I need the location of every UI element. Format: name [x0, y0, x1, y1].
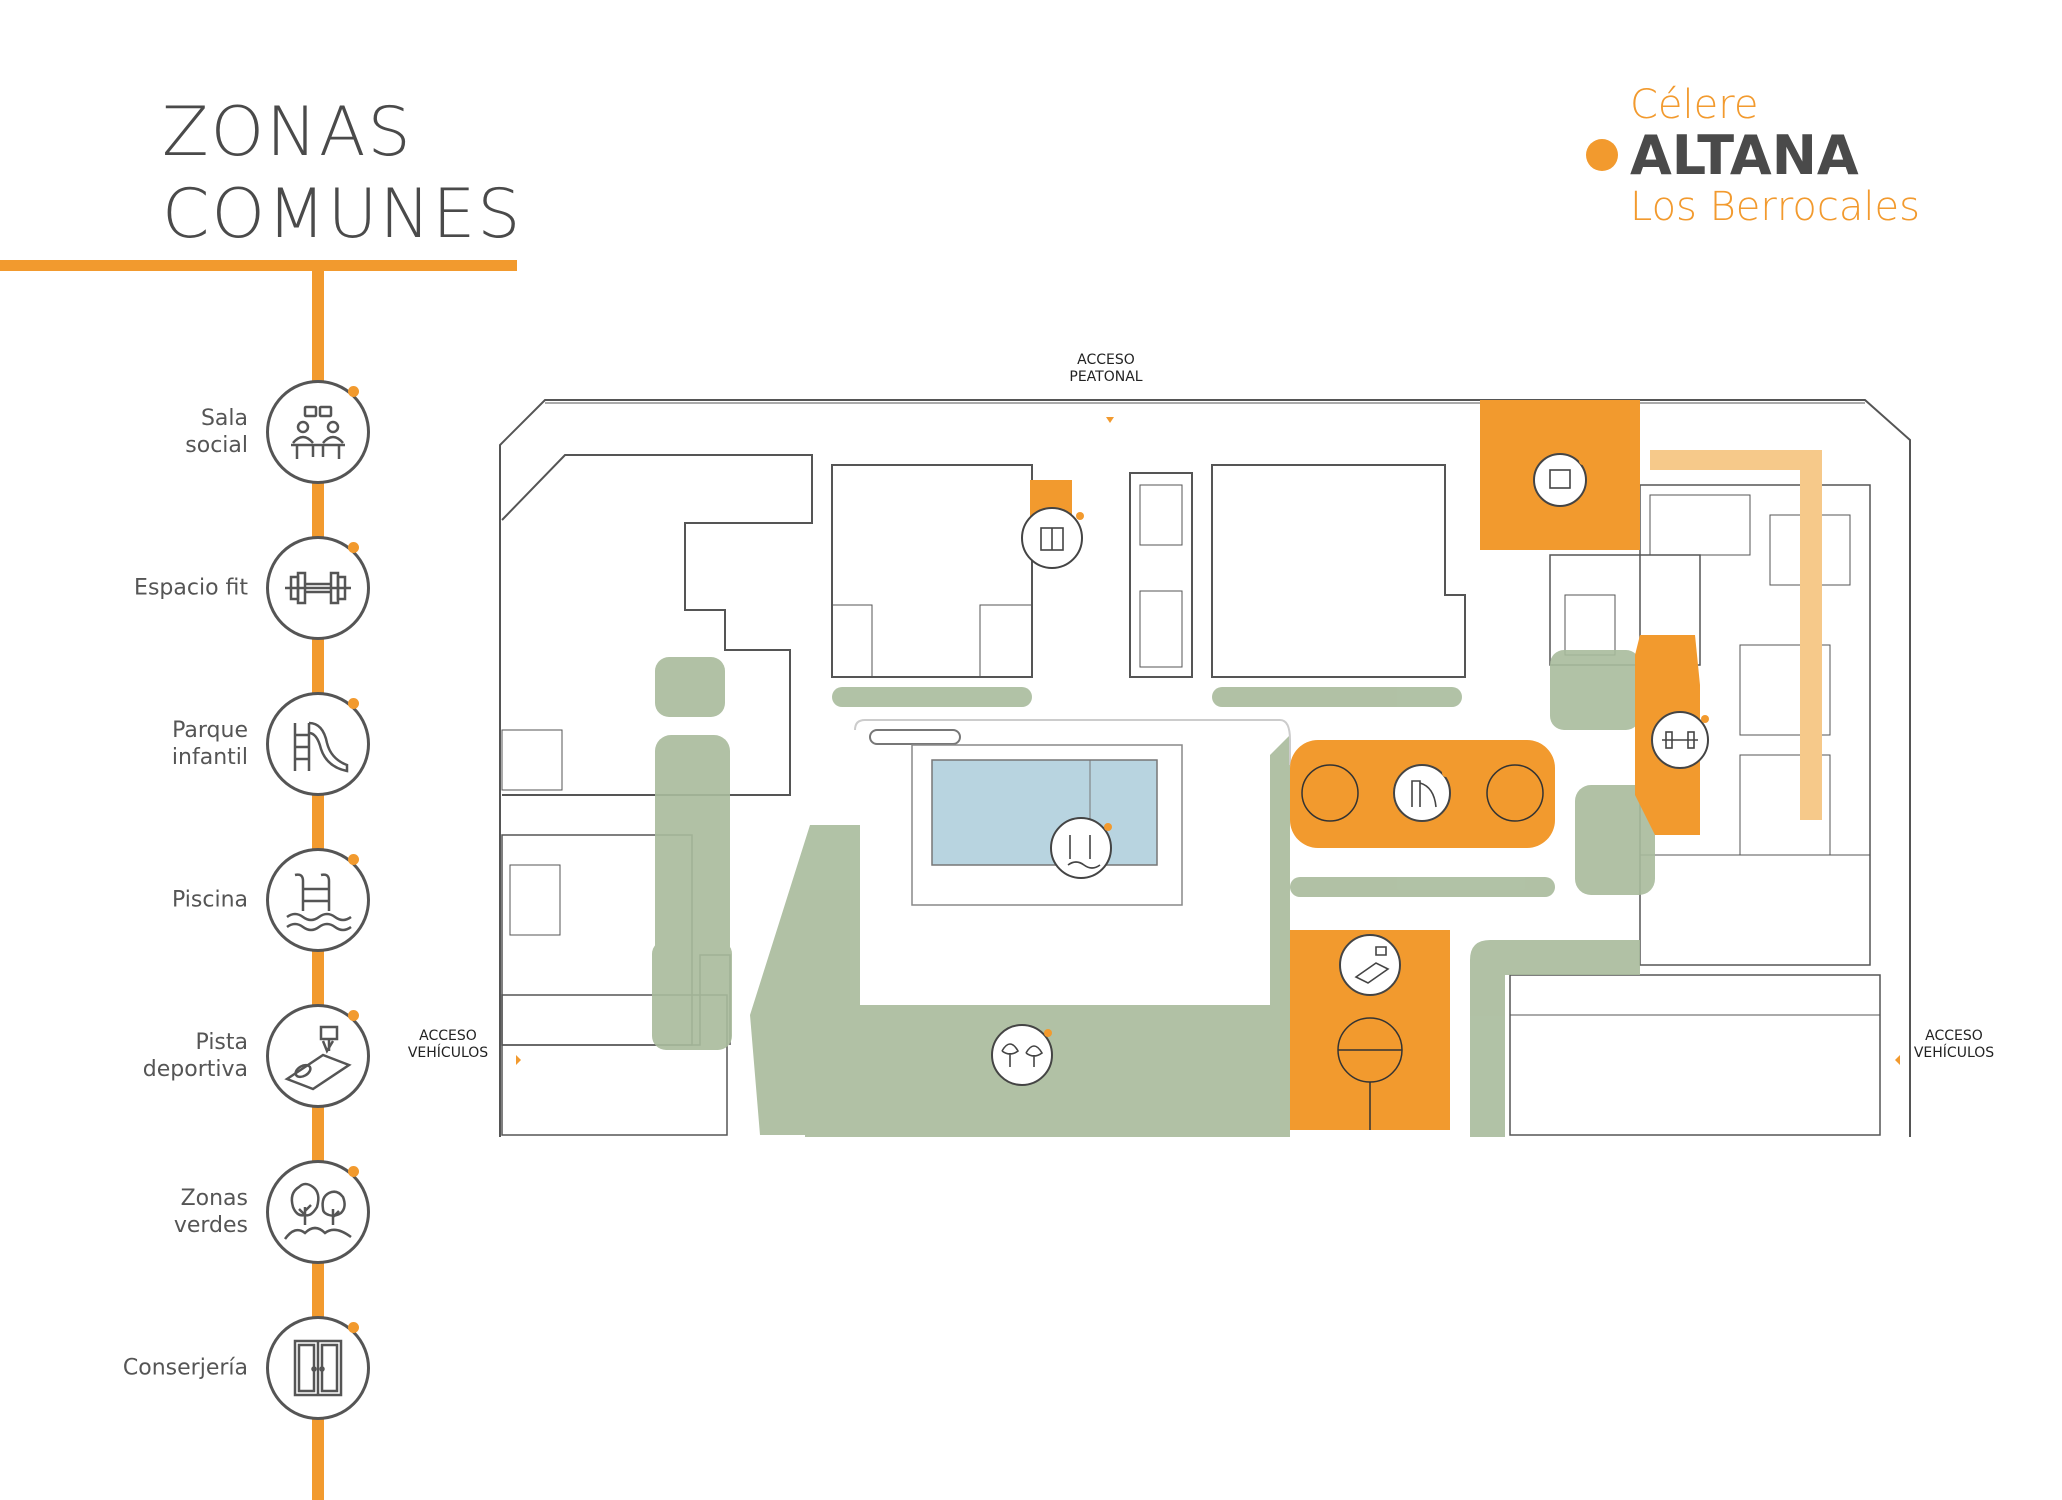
- basketball-court-icon: [266, 1004, 370, 1108]
- green-patch-left-lower: [652, 940, 732, 1050]
- hedge-bottom-centre-left: [832, 687, 1032, 707]
- green-lshape-right: [1470, 940, 1640, 1137]
- legend-accent-dot: [348, 698, 359, 709]
- page-title: ZONAS COMUNES: [162, 92, 522, 256]
- slide-icon: [266, 692, 370, 796]
- legend-accent-dot: [348, 854, 359, 865]
- brand-logo: Célere ALTANA Los Berrocales: [1586, 82, 2006, 230]
- legend-label: Sala social: [185, 406, 248, 458]
- brand-dot: [1586, 139, 1618, 171]
- page-title-line-2: COMUNES: [162, 175, 523, 254]
- hedge-middle: [1290, 877, 1555, 897]
- access-vehicles-right-label: ACCESO VEHÍCULOS: [1913, 1028, 1995, 1061]
- building-bottom-left: [501, 994, 728, 1136]
- page-title-line-1: ZONAS: [162, 93, 413, 172]
- legend-label: Zonas verdes: [173, 1186, 248, 1238]
- access-vehicles-left-marker: [516, 1055, 521, 1065]
- legend-accent-dot: [348, 1322, 359, 1333]
- legend-label: Conserjería: [122, 1355, 248, 1381]
- legend-label: Pista deportiva: [142, 1030, 248, 1082]
- legend-accent-dot: [348, 542, 359, 553]
- site-plan: [499, 399, 1911, 1137]
- legend-label: Espacio fit: [134, 575, 248, 601]
- meeting-table-icon: [266, 380, 370, 484]
- green-strip-left: [655, 657, 725, 717]
- plan-marker-sala-social: [1533, 453, 1587, 507]
- legend-accent-dot: [348, 1166, 359, 1177]
- legend-label: Piscina: [172, 887, 248, 913]
- access-pedestrian-label: ACCESO PEATONAL: [1069, 352, 1143, 385]
- green-wall-right: [1270, 735, 1290, 1137]
- central-core: [1129, 472, 1193, 678]
- title-underline: [0, 260, 517, 271]
- green-patch-right: [1575, 785, 1655, 895]
- plan-marker-zonas-verdes: [991, 1024, 1053, 1086]
- double-door-icon: [266, 1316, 370, 1420]
- building-centre-right: [1211, 464, 1466, 678]
- plan-outer-boundary: [499, 399, 1911, 1137]
- trees-icon: [266, 1160, 370, 1264]
- walkway: [854, 719, 1291, 765]
- dumbbell-icon: [266, 536, 370, 640]
- hedge-bottom-centre-right: [1212, 687, 1462, 707]
- legend-item-piscina: Piscina: [0, 848, 380, 952]
- building-centre-left: [831, 464, 1033, 678]
- legend-label: Parque infantil: [171, 718, 248, 770]
- legend-accent-dot: [348, 386, 359, 397]
- access-vehicles-left-label: ACCESO VEHÍCULOS: [407, 1028, 489, 1061]
- green-column-left: [655, 735, 730, 970]
- building-bottom-right: [1509, 974, 1881, 1136]
- legend-item-espacio-fit: Espacio fit: [0, 536, 380, 640]
- pool-water: [931, 759, 1158, 866]
- brand-top-line: Célere: [1630, 82, 1759, 128]
- pool-ladder-icon: [266, 848, 370, 952]
- plan-marker-parque-infantil: [1393, 764, 1451, 822]
- legend-item-parque-infantil: Parque infantil: [0, 692, 380, 796]
- plan-marker-piscina: [1050, 817, 1112, 879]
- access-vehicles-right-marker: [1895, 1055, 1900, 1065]
- legend-item-conserjeria: Conserjería: [0, 1316, 380, 1420]
- brand-bottom-line: Los Berrocales: [1630, 184, 1920, 230]
- legend-accent-dot: [348, 1010, 359, 1021]
- brand-main-line: ALTANA: [1630, 124, 1859, 187]
- legend-item-sala-social: Sala social: [0, 380, 380, 484]
- plan-marker-pista-deportiva: [1339, 934, 1401, 996]
- building-left: [501, 454, 813, 796]
- green-corner-right: [1550, 650, 1640, 730]
- legend-item-zonas-verdes: Zonas verdes: [0, 1160, 380, 1264]
- access-pedestrian-marker: [1106, 417, 1114, 423]
- legend-item-pista-deportiva: Pista deportiva: [0, 1004, 380, 1108]
